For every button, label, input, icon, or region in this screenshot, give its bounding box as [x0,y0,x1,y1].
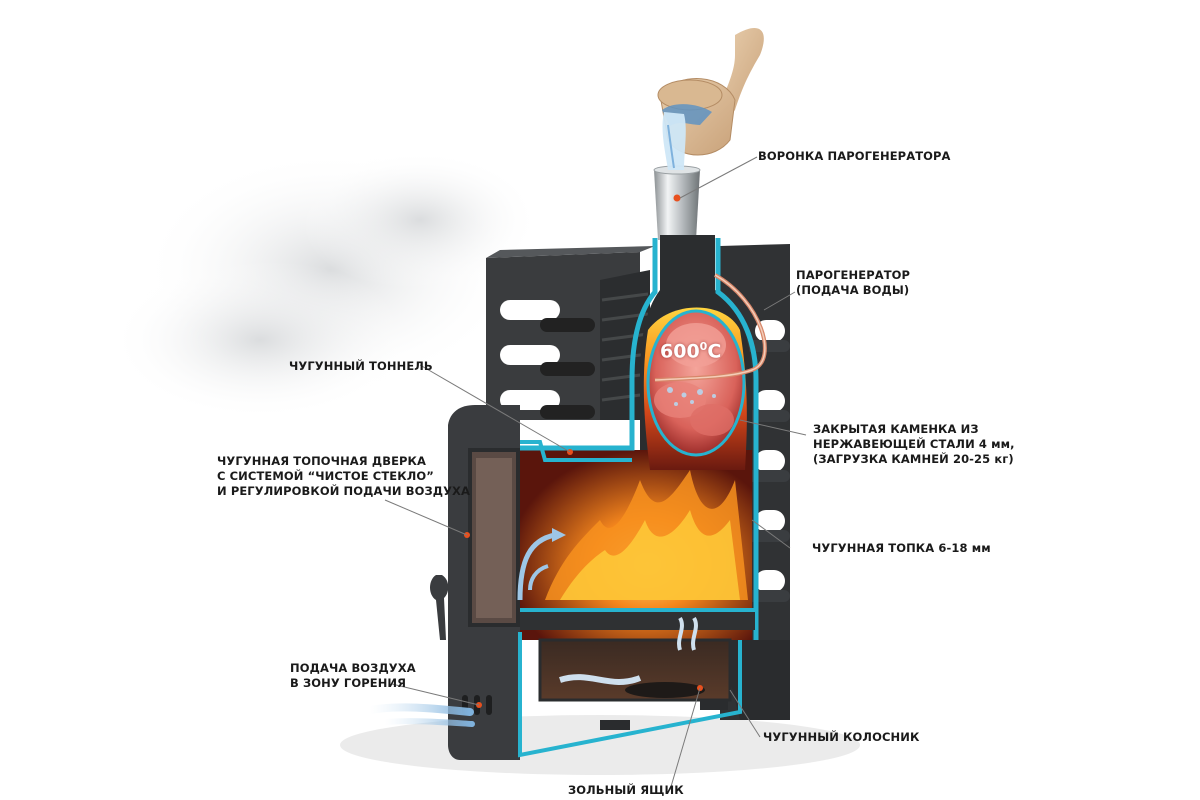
label-closed-heater: ЗАКРЫТАЯ КАМЕНКА ИЗ НЕРЖАВЕЮЩЕЙ СТАЛИ 4 … [813,422,1015,467]
label-cast-iron-firebox: ЧУГУННАЯ ТОПКА 6-18 мм [812,541,991,556]
firebox-flames [545,470,748,600]
label-line: С СИСТЕМОЙ “ЧИСТОЕ СТЕКЛО” [217,469,434,483]
leader-lines [384,156,807,791]
label-steam-funnel: ВОРОНКА ПАРОГЕНЕРАТОРА [758,149,951,164]
label-line: И РЕГУЛИРОВКОЙ ПОДАЧИ ВОЗДУХА [217,484,471,498]
label-line: (ЗАГРУЗКА КАМНЕЙ 20-25 кг) [813,452,1014,466]
label-air-supply: ПОДАЧА ВОЗДУХА В ЗОНУ ГОРЕНИЯ [290,661,416,691]
smoke-cloud [110,150,540,420]
temperature-unit: C [707,340,722,363]
label-line: ПОДАЧА ВОЗДУХА [290,661,416,675]
label-line: (ПОДАЧА ВОДЫ) [796,283,910,297]
stone-chamber [646,309,746,457]
label-line: ЧУГУННАЯ ТОПКА 6-18 мм [812,541,991,555]
label-line: ВОРОНКА ПАРОГЕНЕРАТОРА [758,149,951,163]
water-stream [662,112,686,170]
label-line: ЧУГУННЫЙ ТОННЕЛЬ [289,359,433,373]
steam-funnel [653,165,701,240]
label-steam-generator: ПАРОГЕНЕРАТОР (ПОДАЧА ВОДЫ) [796,268,910,298]
label-line: В ЗОНУ ГОРЕНИЯ [290,676,407,690]
label-firebox-door: ЧУГУННАЯ ТОПОЧНАЯ ДВЕРКА С СИСТЕМОЙ “ЧИС… [217,454,470,499]
temperature-value: 600 [660,340,700,363]
temperature-readout: 6000C [660,340,721,362]
label-line: ЗОЛЬНЫЙ ЯЩИК [568,783,684,797]
stove-door [430,405,520,760]
grate-and-ashbox [518,608,756,758]
label-line: ЧУГУННЫЙ КОЛОСНИК [763,730,920,744]
label-line: ПАРОГЕНЕРАТОР [796,268,911,282]
label-cast-iron-tunnel: ЧУГУННЫЙ ТОННЕЛЬ [289,359,433,374]
water-spray [667,387,716,406]
temperature-degree: 0 [699,340,708,353]
label-line: ЧУГУННАЯ ТОПОЧНАЯ ДВЕРКА [217,454,427,468]
convection-fins-left [486,246,655,420]
air-flow-arrows [366,528,698,727]
label-ash-box: ЗОЛЬНЫЙ ЯЩИК [568,783,684,798]
label-line: НЕРЖАВЕЮЩЕЙ СТАЛИ 4 мм, [813,437,1015,451]
label-cast-iron-grate: ЧУГУННЫЙ КОЛОСНИК [763,730,919,745]
label-line: ЗАКРЫТАЯ КАМЕНКА ИЗ [813,422,979,436]
